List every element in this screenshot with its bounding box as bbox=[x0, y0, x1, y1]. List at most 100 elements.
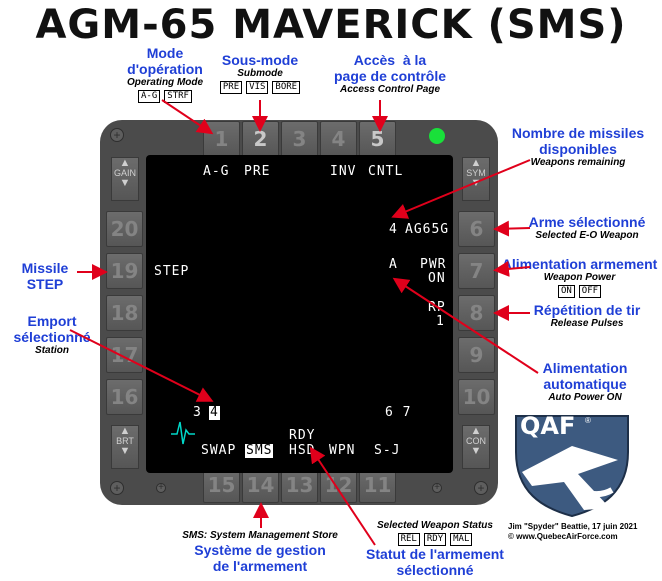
status-option: RDY bbox=[423, 533, 447, 546]
mfd-weapon-name: AG65G bbox=[405, 222, 450, 237]
mode-option: A-G bbox=[138, 90, 161, 103]
annotation-selected-weapon: Arme sélectionné Selected E-O Weapon bbox=[512, 214, 662, 242]
qaf-logo-text: QAF bbox=[520, 412, 576, 440]
credit-author: Jim "Spyder" Beattie, 17 juin 2021 bbox=[508, 522, 638, 531]
arrow-selected-weapon bbox=[493, 220, 531, 237]
annotation-release-pulses: Répétition de tir Release Pulses bbox=[512, 302, 662, 330]
osb-9[interactable]: 9 bbox=[458, 337, 495, 373]
annotation-mode-label: Mode d'opération bbox=[127, 45, 203, 77]
status-option: MAL bbox=[450, 533, 473, 546]
annotation-mode-sub: Operating Mode bbox=[126, 77, 204, 88]
arrow-weapon-power bbox=[493, 260, 531, 277]
annotation-station-sub: Station bbox=[35, 345, 69, 356]
annotation-selected-weapon-sub: Selected E-O Weapon bbox=[535, 230, 639, 241]
annotation-submode-label: Sous-mode bbox=[221, 52, 299, 68]
mfd-weapon-count: 4 bbox=[389, 222, 398, 237]
arrow-weapon-status bbox=[309, 446, 376, 546]
submode-option: BORE bbox=[272, 81, 301, 94]
annotation-auto-power-label: Alimentation automatique bbox=[542, 360, 628, 392]
brt-label: BRT bbox=[116, 436, 134, 446]
arrow-missiles bbox=[391, 159, 531, 219]
annotation-sms: SMS: System Management Store Système de … bbox=[165, 530, 355, 574]
osb-15[interactable]: 15 bbox=[203, 467, 240, 503]
gain-rocker[interactable]: ▲ GAIN ▼ bbox=[111, 157, 139, 201]
arrow-mode bbox=[161, 99, 214, 135]
mfd-station: 3 bbox=[193, 405, 202, 420]
mfd-mode: A-G bbox=[203, 164, 230, 179]
con-label: CON bbox=[466, 436, 486, 446]
mfd-rdy: RDY bbox=[289, 428, 316, 443]
mfd-stations-right: 6 7 bbox=[385, 405, 412, 420]
annotation-station-label: Emport sélectionné bbox=[13, 313, 91, 345]
annotation-missiles: Nombre de missiles disponibles Weapons r… bbox=[498, 125, 658, 169]
annotation-release-pulses-label: Répétition de tir bbox=[533, 302, 641, 318]
osb-3[interactable]: 3 bbox=[281, 121, 318, 157]
up-arrow-icon: ▲ bbox=[470, 157, 482, 169]
osb-6[interactable]: 6 bbox=[458, 211, 495, 247]
annotation-station: Emport sélectionné Station bbox=[2, 313, 102, 357]
screw-icon: + bbox=[432, 483, 442, 493]
sym-label: SYM bbox=[466, 168, 486, 178]
mfd-rp-value: 1 bbox=[436, 314, 445, 329]
arrow-station bbox=[69, 329, 214, 402]
annotation-weapon-status: Selected Weapon Status REL RDY MAL Statu… bbox=[360, 520, 510, 578]
mfd-wpn: WPN bbox=[329, 443, 356, 458]
qaf-logo bbox=[515, 415, 629, 518]
annotation-selected-weapon-label: Arme sélectionné bbox=[528, 214, 646, 230]
annotation-weapon-power-label: Alimentation armement bbox=[501, 256, 658, 272]
annotation-weapon-status-label: Statut de l'armement sélectionné bbox=[366, 546, 504, 578]
down-arrow-icon: ▼ bbox=[470, 445, 482, 457]
annotation-access-label: Accès à la page de contrôle bbox=[333, 52, 447, 84]
con-rocker[interactable]: ▲ CON ▼ bbox=[462, 425, 490, 469]
osb-7[interactable]: 7 bbox=[458, 253, 495, 289]
mfd-sj: S-J bbox=[374, 443, 401, 458]
mfd-station-selected: 4 bbox=[209, 405, 220, 420]
annotation-submode: Sous-mode Submode PRE VIS BORE bbox=[205, 52, 315, 94]
down-arrow-icon: ▼ bbox=[119, 445, 131, 457]
power-option: OFF bbox=[578, 285, 602, 298]
annotation-release-pulses-sub: Release Pulses bbox=[550, 318, 624, 329]
up-arrow-icon: ▲ bbox=[119, 425, 131, 437]
up-arrow-icon: ▲ bbox=[470, 425, 482, 437]
annotation-weapon-power: Alimentation armement Weapon Power ON OF… bbox=[497, 256, 662, 298]
annotation-mode: Mode d'opération Operating Mode A-G STRF bbox=[110, 45, 220, 103]
annotation-access-sub: Access Control Page bbox=[339, 84, 441, 95]
mfd-auto-power: A bbox=[389, 257, 398, 272]
submode-option: PRE bbox=[219, 81, 243, 94]
annotation-sms-label: Système de gestion de l'armement bbox=[194, 542, 326, 574]
osb-10[interactable]: 10 bbox=[458, 379, 495, 415]
mfd-submode: PRE bbox=[244, 164, 271, 179]
mfd-cntl: CNTL bbox=[368, 164, 404, 179]
heartbeat-icon bbox=[171, 421, 195, 445]
up-arrow-icon: ▲ bbox=[119, 157, 131, 169]
annotation-missile-step: Missile STEP bbox=[21, 260, 69, 292]
osb-4[interactable]: 4 bbox=[320, 121, 357, 157]
annotation-sms-sub: SMS: System Management Store bbox=[182, 530, 338, 541]
screw-icon: + bbox=[110, 128, 124, 142]
annotation-missiles-sub: Weapons remaining bbox=[530, 157, 626, 168]
mfd-pwr-value: ON bbox=[428, 271, 446, 286]
osb-20[interactable]: 20 bbox=[106, 211, 143, 247]
mode-option: STRF bbox=[164, 90, 192, 103]
annotation-weapon-power-sub: Weapon Power bbox=[543, 272, 616, 283]
osb-16[interactable]: 16 bbox=[106, 379, 143, 415]
mfd-sms: SMS bbox=[245, 443, 274, 458]
annotation-access: Accès à la page de contrôle Access Contr… bbox=[320, 52, 460, 96]
annotation-auto-power: Alimentation automatique Auto Power ON bbox=[515, 360, 655, 404]
osb-17[interactable]: 17 bbox=[106, 337, 143, 373]
osb-19[interactable]: 19 bbox=[106, 253, 143, 289]
annotation-weapon-status-sub: Selected Weapon Status bbox=[377, 520, 493, 531]
annotation-auto-power-sub: Auto Power ON bbox=[548, 392, 622, 403]
osb-13[interactable]: 13 bbox=[281, 467, 318, 503]
screw-icon: + bbox=[474, 481, 488, 495]
brt-rocker[interactable]: ▲ BRT ▼ bbox=[111, 425, 139, 469]
mfd-pwr: PWR bbox=[420, 257, 447, 272]
annotation-submode-sub: Submode bbox=[237, 68, 283, 79]
osb-11[interactable]: 11 bbox=[359, 467, 396, 503]
mfd-inv: INV bbox=[330, 164, 357, 179]
annotation-missiles-label: Nombre de missiles disponibles bbox=[511, 125, 645, 157]
gain-label: GAIN bbox=[113, 168, 136, 178]
osb-18[interactable]: 18 bbox=[106, 295, 143, 331]
screw-icon: + bbox=[110, 481, 124, 495]
